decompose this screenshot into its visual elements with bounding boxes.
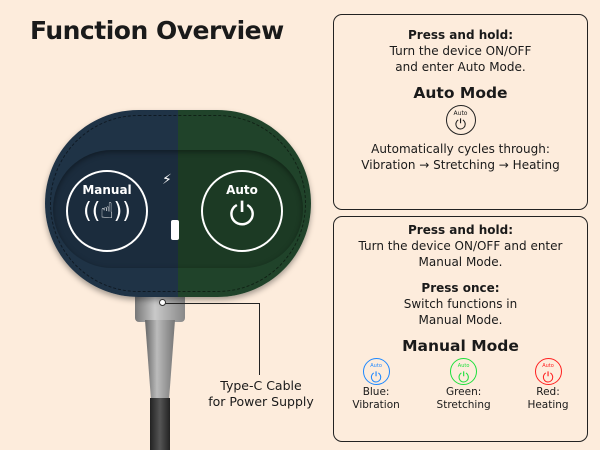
callout-dot bbox=[159, 299, 166, 306]
device: Manual ((☝)) ⚡ Auto ⏻ bbox=[45, 110, 311, 297]
mode-green: Auto⏻Green:Stretching bbox=[437, 358, 491, 412]
blue-power-icon: Auto⏻ bbox=[362, 358, 390, 385]
cable-label: Type-C Cable for Power Supply bbox=[196, 378, 326, 410]
text: Manual Mode. bbox=[418, 313, 503, 327]
press-hold-label: Press and hold: bbox=[407, 28, 513, 42]
mode-red: Auto⏻Red:Heating bbox=[527, 358, 569, 412]
cable-wire bbox=[150, 398, 170, 450]
cable-label-line: for Power Supply bbox=[208, 394, 314, 409]
press-hold-label: Press and hold: bbox=[407, 223, 513, 237]
text: Green: bbox=[445, 386, 482, 398]
auto-mode-heading: Auto Mode bbox=[413, 84, 508, 102]
text: Blue: bbox=[362, 386, 390, 398]
cycle-sequence: Vibration → Stretching → Heating bbox=[361, 158, 560, 172]
auto-power-icon: Auto⏻ bbox=[445, 105, 476, 135]
mode-blue: Auto⏻Blue:Vibration bbox=[352, 358, 400, 412]
icon-label: Auto bbox=[453, 110, 468, 117]
manual-label: Manual bbox=[82, 183, 132, 197]
press-once-label: Press once: bbox=[421, 281, 500, 295]
text: Manual Mode. bbox=[418, 255, 503, 269]
power-icon: ⏻ bbox=[229, 195, 255, 233]
text: Red: bbox=[536, 386, 560, 398]
usb-plug-icon bbox=[171, 220, 179, 240]
auto-mode-panel: Press and hold: Turn the device ON/OFF a… bbox=[333, 14, 588, 210]
text: and enter Auto Mode. bbox=[395, 60, 526, 74]
cable-strain-relief bbox=[145, 320, 175, 400]
text: Vibration bbox=[352, 399, 400, 411]
manual-mode-panel: Press and hold: Turn the device ON/OFF a… bbox=[333, 216, 588, 442]
callout-line bbox=[163, 303, 260, 375]
text: Switch functions in bbox=[403, 297, 518, 311]
red-power-icon: Auto⏻ bbox=[534, 358, 562, 385]
manual-mode-heading: Manual Mode bbox=[402, 337, 519, 355]
text: Turn the device ON/OFF and enter bbox=[358, 239, 563, 253]
text: Stretching bbox=[436, 399, 491, 411]
auto-label: Auto bbox=[226, 183, 258, 197]
text: Turn the device ON/OFF bbox=[389, 44, 532, 58]
vibration-hand-icon: ((☝)) bbox=[83, 199, 131, 224]
auto-button[interactable]: Auto ⏻ bbox=[201, 170, 283, 252]
cable-label-line: Type-C Cable bbox=[220, 378, 302, 393]
text: Automatically cycles through: bbox=[371, 142, 550, 156]
green-power-icon: Auto⏻ bbox=[450, 358, 478, 385]
lightning-icon: ⚡ bbox=[162, 172, 172, 188]
page-title: Function Overview bbox=[30, 16, 284, 45]
text: Heating bbox=[527, 399, 569, 411]
manual-button[interactable]: Manual ((☝)) bbox=[66, 170, 148, 252]
